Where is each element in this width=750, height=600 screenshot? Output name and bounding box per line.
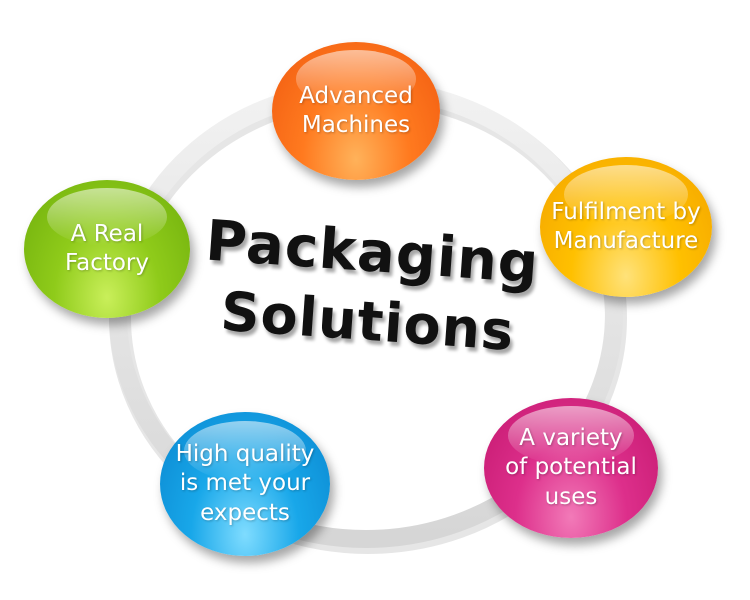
bubble-variety-label: A variety of potential uses — [505, 424, 637, 510]
bubble-advanced-machines: Advanced Machines — [272, 42, 440, 180]
center-title: Packaging Solutions — [186, 209, 554, 364]
bubble-advanced-machines-label: Advanced Machines — [299, 82, 413, 138]
bubble-high-quality: High quality is met your expects — [160, 412, 330, 556]
bubble-real-factory-label: A Real Factory — [64, 220, 149, 276]
bubble-fulfilment-by-manufacture: Fulfilment by Manufacture — [540, 157, 712, 297]
bubble-variety-of-uses: A variety of potential uses — [484, 398, 658, 538]
bubble-fulfilment-label: Fulfilment by Manufacture — [551, 198, 701, 254]
bubble-high-quality-label: High quality is met your expects — [175, 440, 315, 526]
bubble-a-real-factory: A Real Factory — [24, 180, 190, 318]
